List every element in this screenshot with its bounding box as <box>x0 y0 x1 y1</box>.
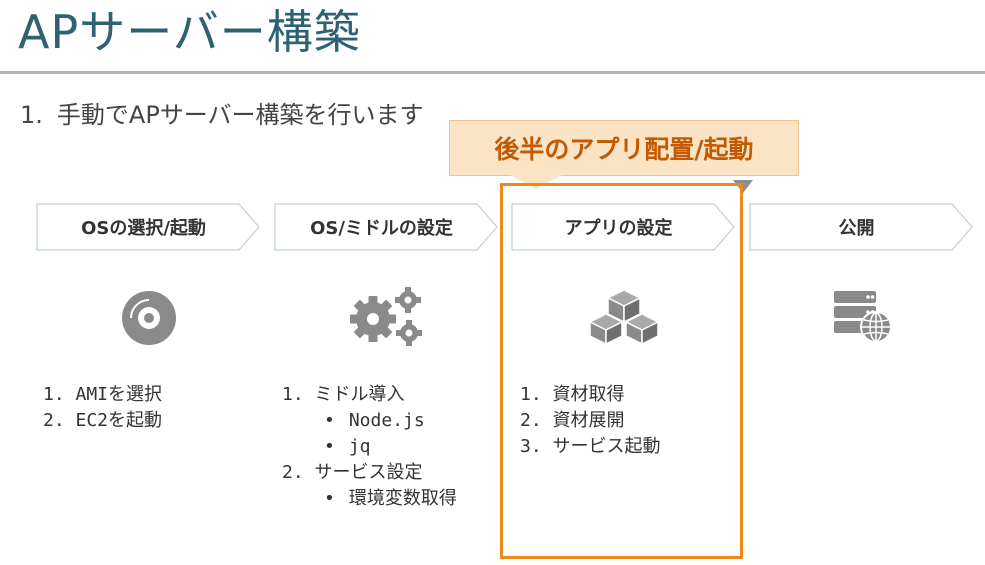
sub-item-text: jq <box>348 436 371 457</box>
os-steps-list: 1. AMIを選択 2. EC2を起動 <box>43 382 162 434</box>
server-globe-icon <box>834 291 892 343</box>
step-os-middleware: OS/ミドルの設定 <box>274 203 498 251</box>
step-os-launch: OSの選択/起動 <box>36 203 260 251</box>
intro-bullet: 1. 手動でAPサーバー構築を行います <box>20 95 424 130</box>
list-item: 1. ミドル導入 <box>282 384 405 405</box>
list-item: 1. 資材取得 <box>520 384 625 405</box>
list-item: 1. AMIを選択 <box>43 384 163 405</box>
list-item: 2. サービス設定 <box>282 462 423 483</box>
step-label: OSの選択/起動 <box>81 218 206 239</box>
sub-list-item: • Node.js <box>282 408 457 434</box>
list-item: 2. EC2を起動 <box>43 410 163 431</box>
step-label: OS/ミドルの設定 <box>310 218 453 239</box>
sub-item-text: Node.js <box>348 410 425 431</box>
middleware-steps-list: 1. ミドル導入 • Node.js • jq 2. サービス設定 • 環境変数取得 <box>282 382 457 512</box>
bullet-dot: • <box>324 410 335 431</box>
chevron-shape <box>274 203 498 251</box>
step-label: 公開 <box>838 218 875 239</box>
app-steps-list: 1. 資材取得 2. 資材展開 3. サービス起動 <box>520 382 661 460</box>
sub-item-text: 環境変数取得 <box>348 488 457 509</box>
title-divider <box>0 71 985 74</box>
chevron-shape <box>749 203 973 251</box>
bullet-dot: • <box>324 436 335 457</box>
list-item: 2. 資材展開 <box>520 410 625 431</box>
sub-list-item: • jq <box>282 434 457 460</box>
gears-icon <box>350 287 422 346</box>
cubes-icon <box>589 289 659 345</box>
bullet-text: 手動でAPサーバー構築を行います <box>56 101 424 129</box>
sub-list-item: • 環境変数取得 <box>282 486 457 512</box>
app-highlight-frame <box>500 183 743 559</box>
step-app-config: アプリの設定 <box>511 203 735 251</box>
step-label: アプリの設定 <box>564 218 673 239</box>
disc-icon <box>122 291 176 345</box>
page-title: APサーバー構築 <box>18 5 361 59</box>
step-publish: 公開 <box>749 203 973 251</box>
list-item: 3. サービス起動 <box>520 436 661 457</box>
chevron-shape <box>36 203 260 251</box>
callout-banner: 後半のアプリ配置/起動 <box>449 120 799 176</box>
bullet-dot: • <box>324 488 335 509</box>
bullet-number: 1. <box>20 101 43 129</box>
chevron-shape <box>511 203 735 251</box>
